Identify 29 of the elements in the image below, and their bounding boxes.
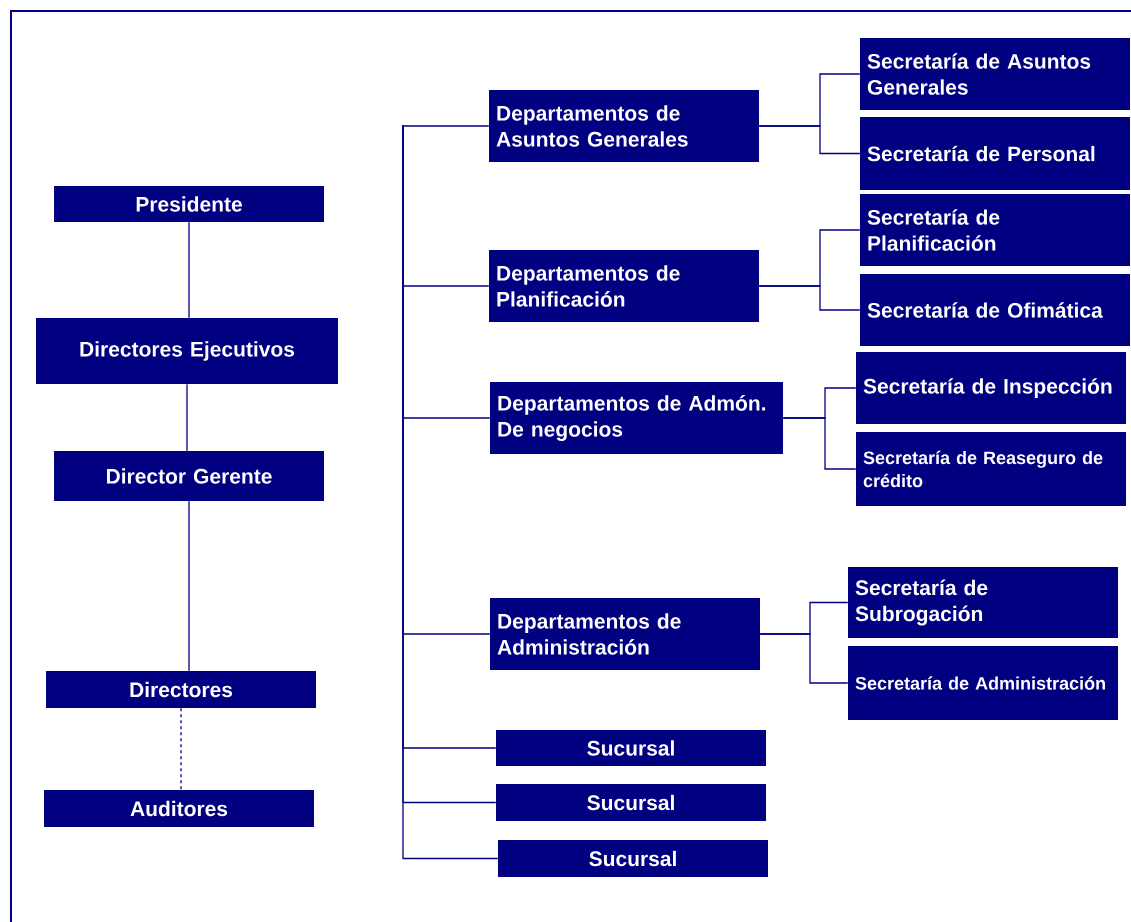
office-box: Secretaría de Asuntos Generales	[860, 38, 1130, 110]
branch-box: Sucursal	[496, 784, 766, 821]
position-box: Director Gerente	[54, 451, 324, 501]
department-box: Departamentos de Asuntos Generales	[489, 90, 759, 162]
position-box: Directores Ejecutivos	[36, 318, 338, 384]
position-box: Auditores	[44, 790, 314, 827]
office-box: Secretaría de Personal	[860, 117, 1130, 190]
office-box: Secretaría de Ofimática	[860, 274, 1130, 346]
connector-line	[180, 707, 182, 791]
office-box: Secretaría de Inspección	[856, 352, 1126, 424]
connector-line	[758, 125, 861, 155]
connector-line	[759, 633, 849, 684]
branch-box: Sucursal	[498, 840, 768, 877]
department-box: Departamentos de Planificación	[489, 250, 759, 322]
office-box: Secretaría de Subrogación	[848, 567, 1118, 638]
connector-line	[188, 221, 190, 319]
connector-line	[758, 285, 861, 311]
branch-box: Sucursal	[496, 730, 766, 766]
office-box: Secretaría de Planificación	[860, 194, 1130, 266]
connector-line	[402, 124, 490, 127]
position-box: Directores	[46, 671, 316, 708]
office-box: Secretaría de Administración	[848, 646, 1118, 720]
connector-line	[186, 383, 188, 452]
department-box: Departamentos de Administración	[490, 598, 760, 670]
position-box: Presidente	[54, 186, 324, 222]
connector-line	[188, 500, 190, 672]
department-box: Departamentos de Admón. De negocios	[490, 382, 783, 454]
connector-line	[782, 417, 857, 470]
office-box: Secretaría de Reaseguro de crédito	[856, 432, 1126, 506]
